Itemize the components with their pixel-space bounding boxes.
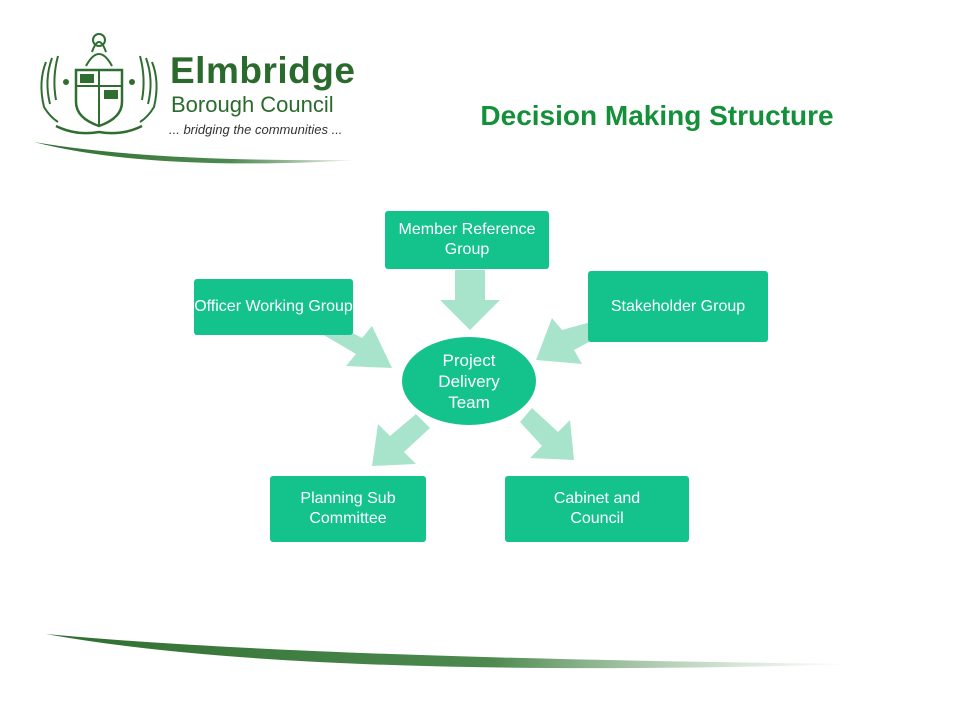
node-stakeholder-group: Stakeholder Group (588, 271, 768, 342)
page-title: Decision Making Structure (480, 100, 834, 131)
node-label: Member Reference Group (398, 221, 536, 258)
council-logo: Elmbridge Borough Council ... bridging t… (30, 20, 370, 170)
arrow-member-to-center (440, 270, 500, 330)
node-officer-working-group: Officer Working Group (194, 279, 353, 335)
node-cabinet-and-council: Cabinet and Council (505, 476, 689, 542)
brand-name: Elmbridge (170, 50, 356, 91)
brand-subtitle: Borough Council (171, 92, 334, 117)
node-project-delivery-team: Project Delivery Team (402, 337, 536, 425)
arrow-stakeholder-to-center (536, 318, 604, 364)
logo-swoosh (34, 142, 360, 164)
arrow-center-to-cabinet (520, 408, 574, 460)
node-label: Planning Sub Committee (300, 490, 396, 527)
node-label: Cabinet and Council (553, 490, 641, 527)
center-label: Project Delivery Team (438, 350, 500, 412)
footer-swoosh (46, 634, 860, 669)
arrow-center-to-planning (372, 414, 430, 466)
node-member-reference-group: Member Reference Group (385, 211, 549, 269)
node-label: Officer Working Group (194, 298, 353, 315)
brand-tagline: ... bridging the communities ... (169, 122, 343, 137)
coat-of-arms-icon (40, 33, 158, 135)
node-label: Stakeholder Group (610, 297, 746, 315)
node-planning-sub-committee: Planning Sub Committee (270, 476, 426, 542)
